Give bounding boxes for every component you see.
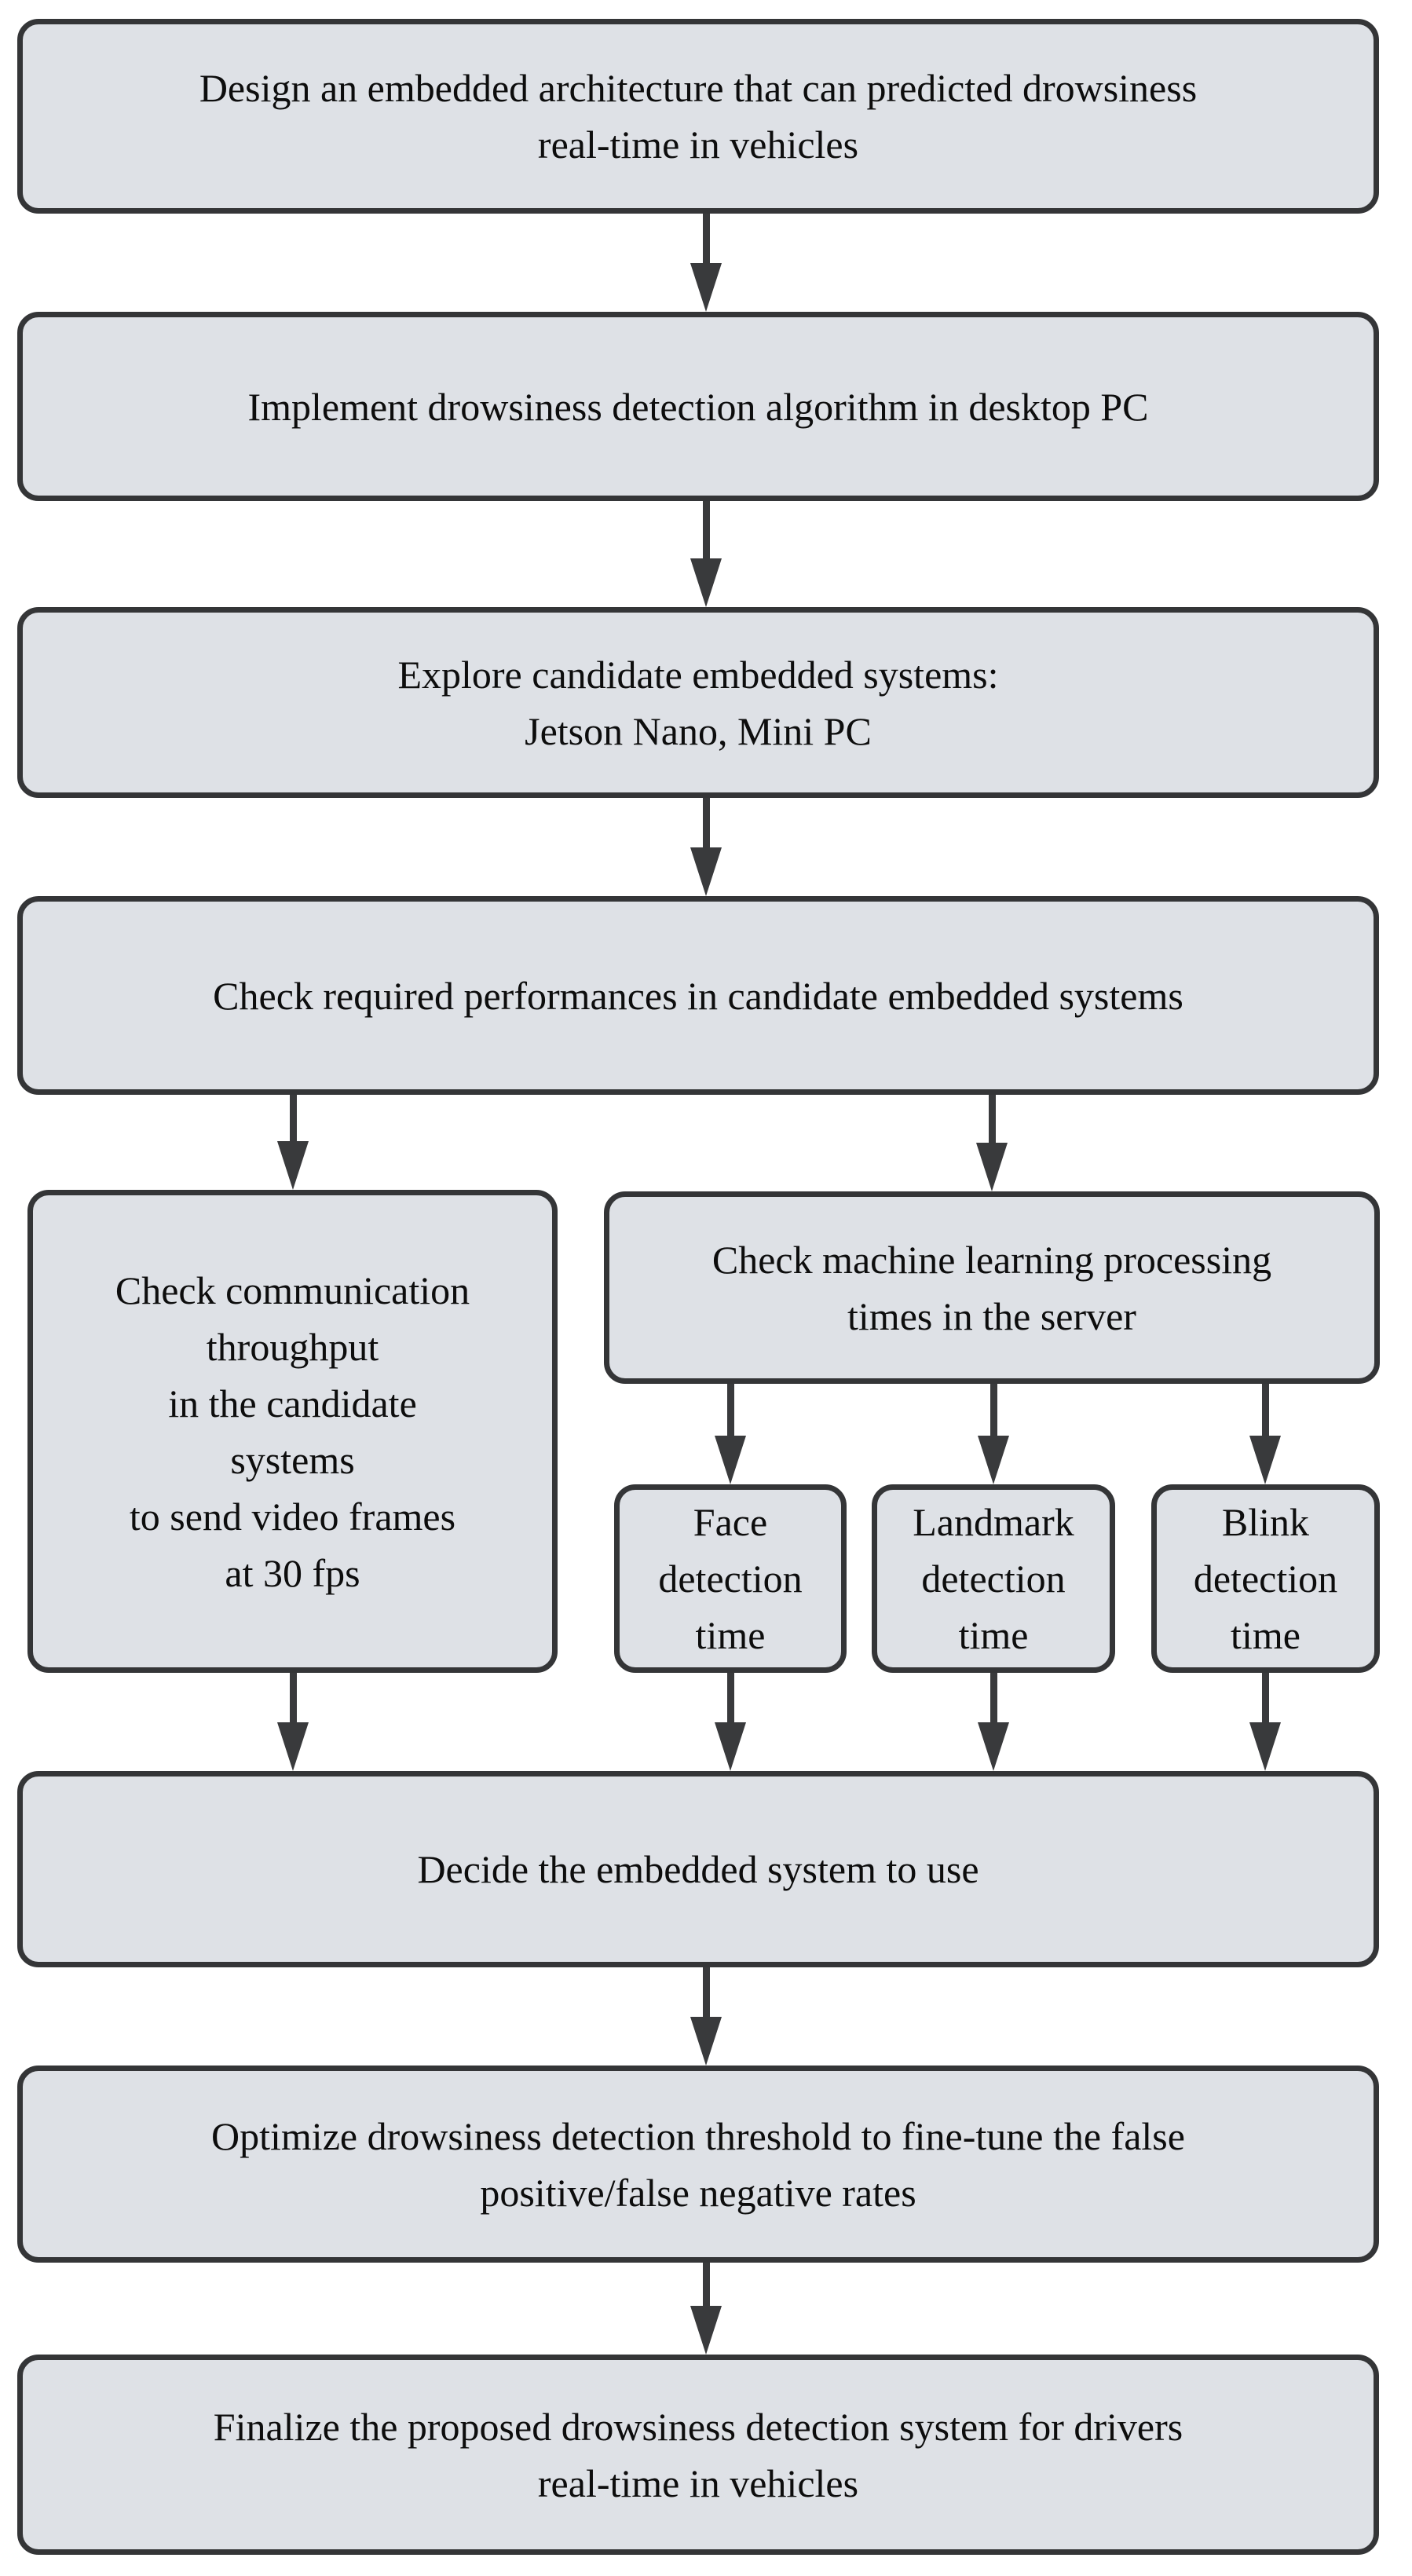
node-check-performance-label: Check required performances in candidate…: [213, 973, 1183, 1018]
node-implement-algorithm-label: Implement drowsiness detection algorithm…: [247, 384, 1149, 429]
node-check-communication-label: Check communication throughput in the ca…: [115, 1268, 470, 1595]
arrow-head: [690, 2017, 722, 2066]
node-landmark-detection-time-label: Landmark detection time: [913, 1500, 1074, 1657]
node-check-communication: Check communication throughput in the ca…: [27, 1190, 558, 1673]
arrow-ml-to-face-time: [715, 1384, 746, 1484]
arrow-stem: [988, 1095, 996, 1143]
arrow-stem: [726, 1384, 734, 1436]
node-finalize-system: Finalize the proposed drowsiness detecti…: [17, 2355, 1379, 2555]
arrow-stem: [726, 1673, 734, 1722]
arrow-head: [715, 1722, 746, 1771]
arrow-stem: [289, 1673, 297, 1722]
arrow-head: [277, 1141, 309, 1190]
arrow-head: [1249, 1722, 1281, 1771]
arrow-design-to-implement: [690, 214, 722, 312]
arrow-head: [690, 847, 722, 896]
arrow-head: [1249, 1436, 1281, 1484]
arrow-stem: [1261, 1384, 1269, 1436]
arrow-stem: [1261, 1673, 1269, 1722]
arrow-stem: [702, 1967, 710, 2017]
arrow-explore-to-check-performance: [690, 798, 722, 896]
node-check-ml-times: Check machine learning processing times …: [604, 1191, 1380, 1384]
arrow-stem: [989, 1673, 997, 1722]
node-explore-candidates-label: Explore candidate embedded systems: Jets…: [397, 652, 999, 753]
node-face-detection-time: Face detection time: [614, 1484, 847, 1673]
arrow-head: [715, 1436, 746, 1484]
arrow-head: [690, 263, 722, 312]
arrow-head: [976, 1143, 1008, 1191]
arrow-head: [277, 1722, 309, 1771]
node-design-architecture: Design an embedded architecture that can…: [17, 19, 1379, 214]
arrow-implement-to-explore: [690, 501, 722, 607]
node-implement-algorithm: Implement drowsiness detection algorithm…: [17, 312, 1379, 501]
node-check-ml-times-label: Check machine learning processing times …: [711, 1237, 1272, 1338]
node-decide-system-label: Decide the embedded system to use: [417, 1847, 979, 1891]
arrow-stem: [702, 501, 710, 558]
node-optimize-threshold-label: Optimize drowsiness detection threshold …: [211, 2113, 1185, 2215]
arrow-check-performance-to-communication: [277, 1095, 309, 1190]
node-face-detection-time-label: Face detection time: [658, 1500, 803, 1657]
node-blink-detection-time: Blink detection time: [1151, 1484, 1380, 1673]
arrow-head: [978, 1722, 1009, 1771]
node-finalize-system-label: Finalize the proposed drowsiness detecti…: [213, 2404, 1183, 2505]
arrow-decide-to-optimize: [690, 1967, 722, 2066]
node-decide-system: Decide the embedded system to use: [17, 1771, 1379, 1967]
arrow-blink-time-to-decide: [1249, 1673, 1281, 1771]
arrow-head: [690, 558, 722, 607]
node-optimize-threshold: Optimize drowsiness detection threshold …: [17, 2066, 1379, 2263]
arrow-landmark-time-to-decide: [978, 1673, 1009, 1771]
arrow-optimize-to-finalize: [690, 2263, 722, 2355]
arrow-head: [690, 2306, 722, 2355]
node-check-performance: Check required performances in candidate…: [17, 896, 1379, 1095]
arrow-stem: [702, 798, 710, 847]
node-landmark-detection-time: Landmark detection time: [872, 1484, 1115, 1673]
arrow-stem: [702, 214, 710, 263]
arrow-stem: [989, 1384, 997, 1436]
node-explore-candidates: Explore candidate embedded systems: Jets…: [17, 607, 1379, 798]
arrow-check-performance-to-ml: [976, 1095, 1008, 1191]
node-design-architecture-label: Design an embedded architecture that can…: [199, 66, 1198, 166]
node-blink-detection-time-label: Blink detection time: [1193, 1500, 1338, 1657]
arrow-face-time-to-decide: [715, 1673, 746, 1771]
arrow-stem: [702, 2263, 710, 2306]
arrow-ml-to-landmark-time: [978, 1384, 1009, 1484]
arrow-head: [978, 1436, 1009, 1484]
arrow-ml-to-blink-time: [1249, 1384, 1281, 1484]
arrow-stem: [289, 1095, 297, 1141]
arrow-communication-to-decide: [277, 1673, 309, 1771]
